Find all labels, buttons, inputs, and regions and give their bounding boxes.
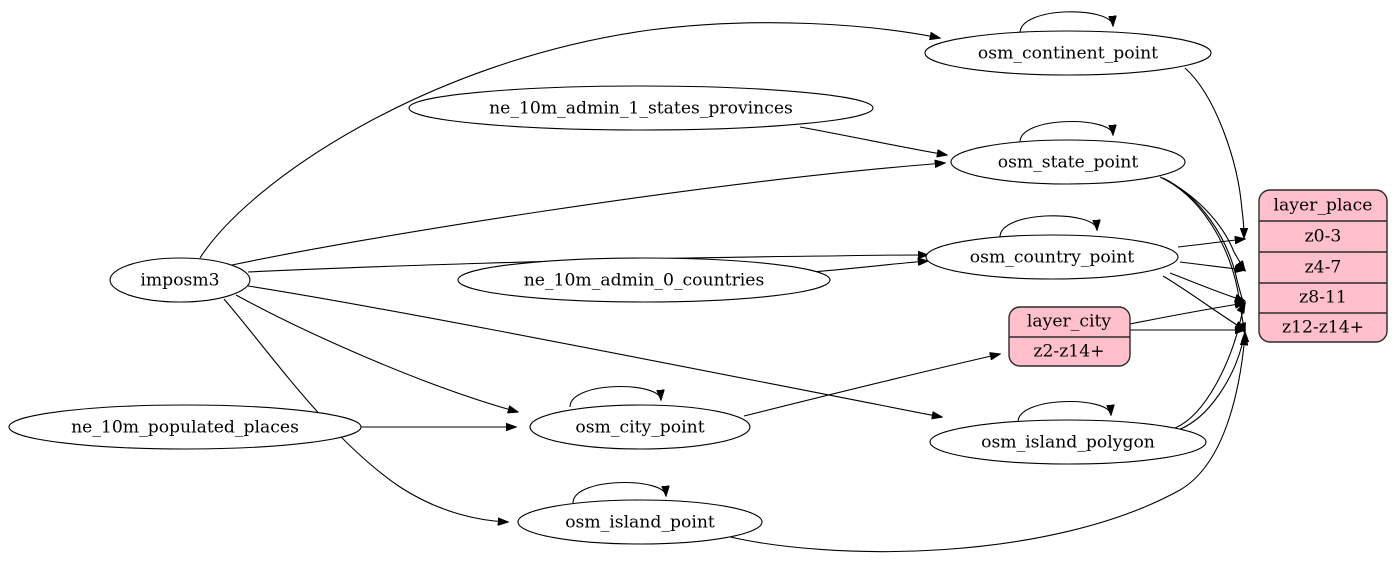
node-osm_island_polygon[interactable]: osm_island_polygon [929,419,1207,465]
edge-osm_country_point-to-layer_place-z0-3 [1177,239,1245,248]
node-osm_country_point[interactable]: osm_country_point [925,234,1179,280]
edge-imposm3-to-osm_island_point [223,298,508,522]
node-ne_countries-label: ne_10m_admin_0_countries [524,271,765,291]
node-ne_10m_admin_1_states_provinces[interactable]: ne_10m_admin_1_states_provinces [408,85,874,131]
edge-ne_states-to-osm_state_point [799,126,947,155]
selfloop-osm_island_polygon [1017,401,1111,423]
node-ne_10m_admin_0_countries[interactable]: ne_10m_admin_0_countries [457,257,831,303]
node-imposm3-label: imposm3 [140,271,219,291]
node-osm_island_point[interactable]: osm_island_point [517,499,763,545]
selfloop-osm_city_point [569,386,661,408]
node-osm_city_point[interactable]: osm_city_point [529,404,751,450]
node-osm_country_point-label: osm_country_point [970,248,1135,268]
node-ne_10m_populated_places[interactable]: ne_10m_populated_places [8,404,362,450]
edge-layer_city-to-layer_place-z8-11 [1129,303,1245,325]
record-layer_city-title: layer_city [1027,312,1111,332]
selfloop-osm_continent_point [1019,11,1113,34]
edge-osm_continent_point-to-layer_place-z0-3 [1184,67,1244,238]
node-osm_island_point-label: osm_island_point [565,513,715,533]
node-ne_populated-label: ne_10m_populated_places [71,418,299,438]
node-imposm3[interactable]: imposm3 [109,257,251,303]
edge-osm_country_point-to-layer_place-z8-11 [1169,272,1245,301]
record-layer_place-title: layer_place [1274,196,1373,216]
node-osm_city_point-label: osm_city_point [575,418,704,438]
edge-osm_island_polygon-to-layer_place-z12-z14plus [1177,332,1245,431]
record-layer_city-row-z2-z14plus[interactable]: z2-z14+ [1033,342,1104,362]
node-osm_state_point[interactable]: osm_state_point [950,139,1186,185]
edge-ne_countries-to-osm_country_point [811,261,928,273]
edge-osm_country_point-to-layer_place-z4-7 [1179,261,1245,270]
selfloop-osm_island_point [572,482,666,504]
record-layer_place-row-z12-z14plus[interactable]: z12-z14+ [1282,318,1364,338]
record-layer_place-row-z8-11[interactable]: z8-11 [1299,288,1347,308]
record-layer: layer_place z0-3 z4-7 z8-11 z12-z14+ lay… [1008,189,1388,367]
record-layer_place-row-z4-7[interactable]: z4-7 [1305,258,1342,278]
node-osm_island_polygon-label: osm_island_polygon [981,433,1155,453]
edge-imposm3-to-osm_continent_point [199,22,940,259]
edge-imposm3-to-osm_state_point [231,163,945,266]
node-osm_continent_point-label: osm_continent_point [978,44,1158,64]
node-osm_continent_point[interactable]: osm_continent_point [924,30,1212,76]
edge-osm_country_point-to-layer_place-z12-z14plus [1162,275,1245,330]
node-ne_states-label: ne_10m_admin_1_states_provinces [489,99,793,119]
record-layer_place-row-z0-3[interactable]: z0-3 [1305,227,1342,247]
node-layer: imposm3 osm_continent_point ne_10m_admin… [8,30,1212,545]
edge-osm_island_point-to-layer_place-z12-z14plus [721,335,1245,553]
edge-osm_city_point-to-layer_city-z2-z14plus [743,354,1000,417]
selfloop-osm_state_point [1019,121,1113,143]
node-osm_state_point-label: osm_state_point [998,153,1139,173]
edge-osm_island_polygon-to-layer_place-z8-11 [1174,303,1245,429]
edge-layer [199,11,1245,553]
record-layer_place[interactable]: layer_place z0-3 z4-7 z8-11 z12-z14+ [1258,189,1388,343]
edge-imposm3-to-osm_island_polygon [247,285,942,417]
edge-imposm3-to-osm_city_point [235,294,518,412]
record-layer_city[interactable]: layer_city z2-z14+ [1008,306,1131,367]
selfloop-osm_country_point [999,215,1097,238]
